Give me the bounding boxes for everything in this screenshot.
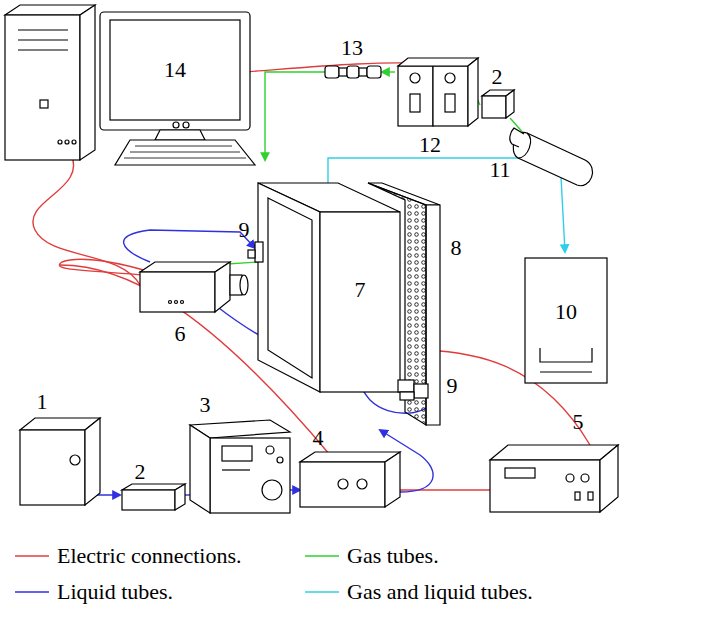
legend-swatch <box>305 591 339 593</box>
equipment <box>5 5 618 513</box>
legend-text: Liquid tubes. <box>57 581 173 603</box>
callout-number: 6 <box>175 323 186 345</box>
callout-number: 4 <box>313 427 324 449</box>
legend-text: Gas tubes. <box>347 545 439 567</box>
legend-swatch <box>15 591 49 593</box>
legend-text: Gas and liquid tubes. <box>347 581 533 603</box>
callout-number: 3 <box>200 394 211 416</box>
callout-number: 12 <box>419 134 441 156</box>
legend-swatch <box>15 555 49 557</box>
callout-number: 2 <box>492 66 503 88</box>
callout-number: 9 <box>239 219 250 241</box>
callout-number: 9 <box>447 375 458 397</box>
callout-number: 10 <box>555 301 577 323</box>
legend-text: Electric connections. <box>57 545 241 567</box>
callout-number: 14 <box>164 59 186 81</box>
callout-number: 5 <box>573 411 584 433</box>
callout-number: 2 <box>135 461 146 483</box>
callout-number: 1 <box>37 391 48 413</box>
callout-number: 13 <box>341 37 363 59</box>
callout-number: 7 <box>355 279 366 301</box>
callout-number: 8 <box>451 237 462 259</box>
legend-swatch <box>305 555 339 557</box>
callout-number: 11 <box>489 159 510 181</box>
